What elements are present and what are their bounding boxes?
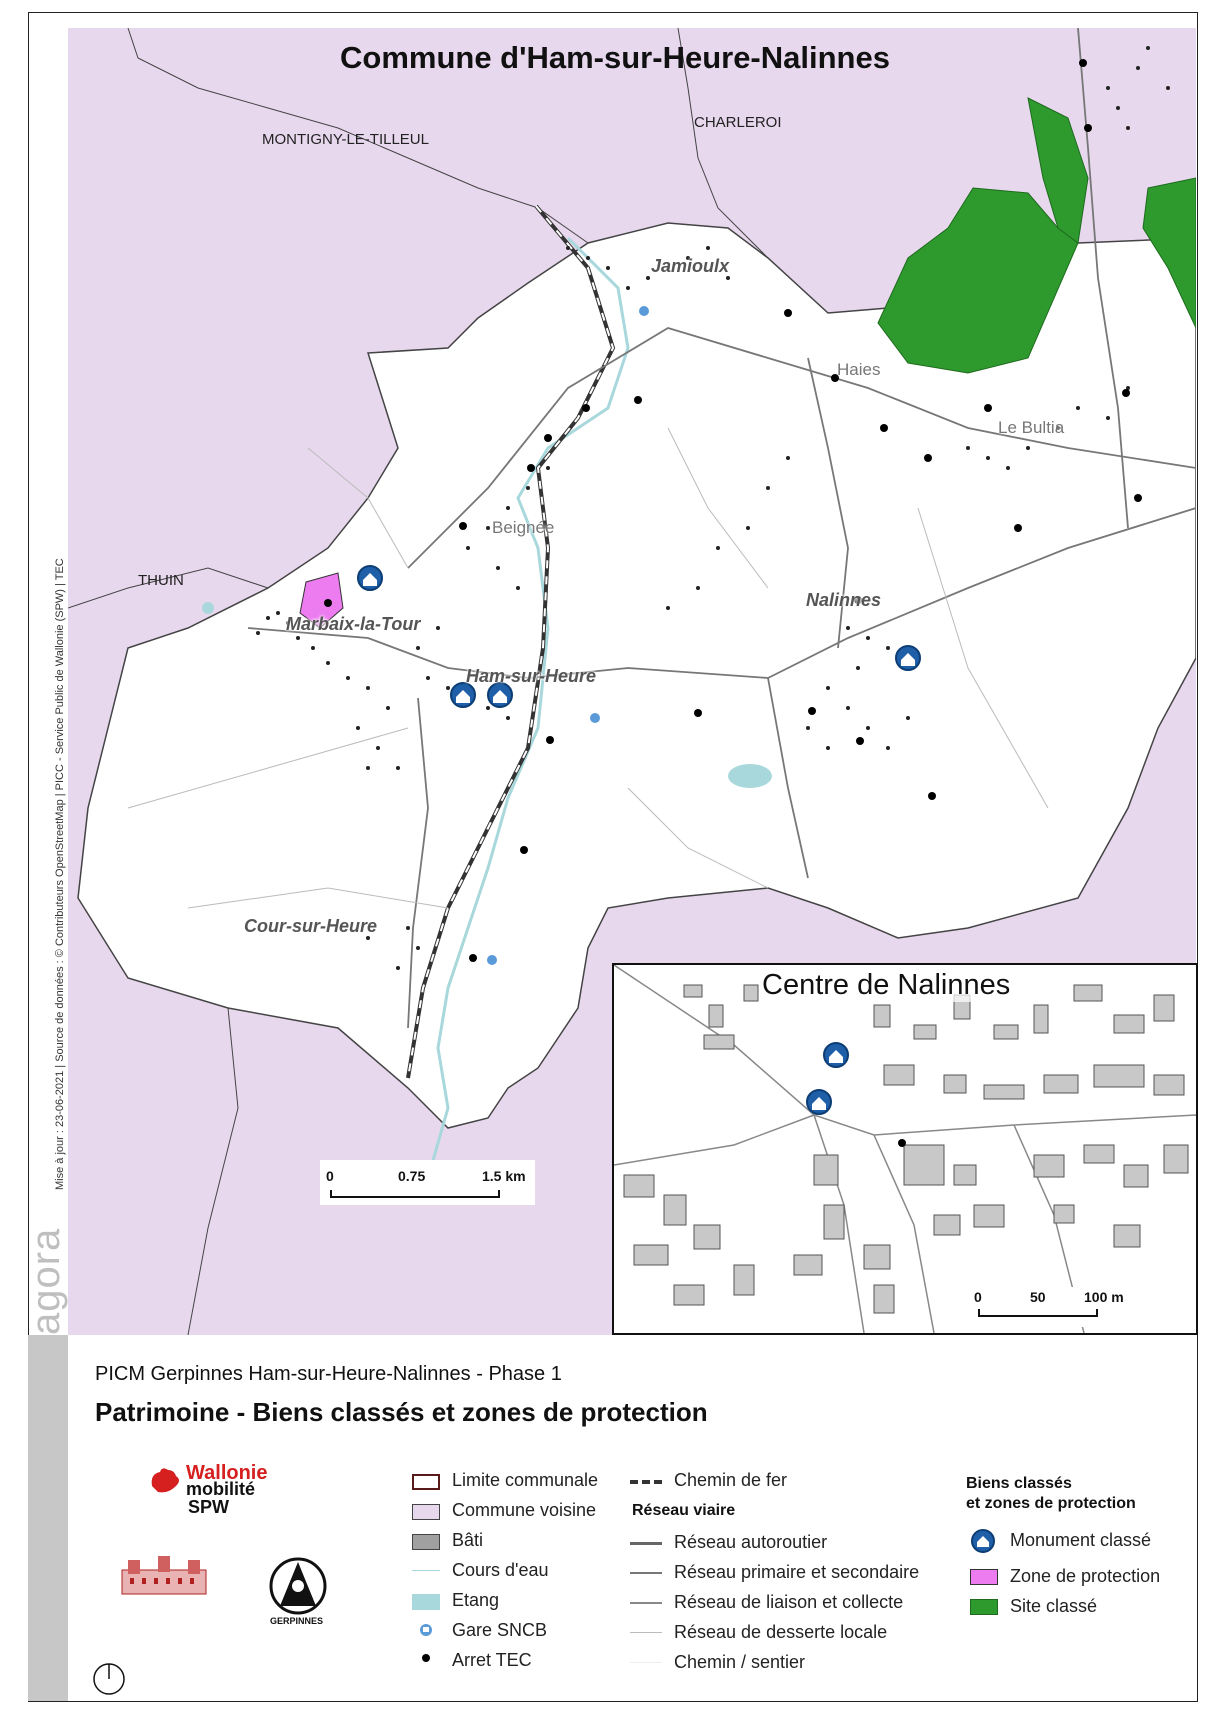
pond xyxy=(728,764,772,788)
legend-item: Etang xyxy=(452,1590,500,1610)
legend-item: Réseau de liaison et collecte xyxy=(674,1592,904,1612)
legend-item: Réseau de desserte locale xyxy=(674,1622,888,1642)
swatch-etang xyxy=(412,1594,440,1610)
swatch-road xyxy=(630,1572,662,1574)
train-station-icon xyxy=(420,1624,432,1636)
buildings xyxy=(256,46,1170,970)
site-classe xyxy=(1142,177,1196,329)
village-label-ham: Ham-sur-Heure xyxy=(466,666,597,686)
local-roads xyxy=(127,427,1049,909)
swatch-road xyxy=(630,1632,662,1633)
village-label-cour: Cour-sur-Heure xyxy=(244,916,378,936)
scale-tick: 0.75 xyxy=(398,1168,426,1184)
data-credit: Mise à jour : 23-06-2021 | Source de don… xyxy=(54,558,66,1190)
legend-item: Chemin / sentier xyxy=(674,1652,806,1672)
castle-logo-icon xyxy=(121,1556,207,1595)
swatch-site-classe xyxy=(970,1599,998,1615)
swatch-railway xyxy=(630,1480,662,1484)
legend-item: Chemin de fer xyxy=(674,1470,788,1490)
neighbour-boundary xyxy=(677,28,769,259)
legend-item: Réseau autoroutier xyxy=(674,1532,828,1552)
legend-side-bar xyxy=(28,1335,68,1701)
scale-line xyxy=(978,1309,1098,1317)
hamlet-label-bultia: Le Bultia xyxy=(998,418,1065,437)
gerpinnes-logo-icon xyxy=(269,1557,327,1615)
north-arrow-icon xyxy=(93,1663,125,1695)
hamlet-label-beignee: Beignée xyxy=(492,518,555,537)
swatch-path xyxy=(630,1662,662,1663)
protection-zone xyxy=(299,572,344,629)
map-frame xyxy=(28,12,1198,1702)
swatch-commune-voisine xyxy=(412,1504,440,1520)
legend-item: Monument classé xyxy=(1010,1530,1152,1550)
legend-item: Cours d'eau xyxy=(452,1560,549,1580)
scale-tick: 0 xyxy=(974,1289,982,1305)
site-classe xyxy=(1027,97,1089,244)
legend-item: Arret TEC xyxy=(452,1650,532,1670)
legend-subtitle: PICM Gerpinnes Ham-sur-Heure-Nalinnes - … xyxy=(95,1363,562,1385)
map-title: Commune d'Ham-sur-Heure-Nalinnes xyxy=(340,40,890,75)
scale-line xyxy=(330,1190,500,1198)
tec-stops xyxy=(324,59,1142,962)
neighbour-boundary xyxy=(127,28,589,244)
inset-scale-bar: 0 50 100 m xyxy=(966,1287,1146,1327)
neighbour-boundary xyxy=(187,1007,239,1335)
spw-logo-text: SPW xyxy=(188,1497,230,1517)
swatch-cours-eau xyxy=(412,1570,440,1571)
neighbour-label-montigny: MONTIGNY-LE-TILLEUL xyxy=(262,131,429,148)
neighbour-label-thuin: THUIN xyxy=(138,572,184,589)
scale-tick: 100 m xyxy=(1084,1289,1124,1305)
legend-item: Réseau primaire et secondaire xyxy=(674,1562,920,1582)
site-classe xyxy=(877,187,1079,374)
monument-icon xyxy=(971,1529,995,1553)
scale-tick: 0 xyxy=(326,1168,334,1184)
agora-logo: agora xyxy=(24,1227,68,1335)
legend-item: Commune voisine xyxy=(452,1500,597,1520)
swatch-protection-zone xyxy=(970,1569,998,1585)
legend-item: Zone de protection xyxy=(1010,1566,1161,1586)
pond xyxy=(202,602,214,614)
legend-item: Limite communale xyxy=(452,1470,599,1490)
road-network xyxy=(247,28,1196,1029)
village-label-marbaix: Marbaix-la-Tour xyxy=(286,614,421,634)
legend-heading-heritage: et zones de protection xyxy=(966,1495,1136,1512)
legend-item: Bâti xyxy=(452,1530,484,1550)
wallonie-mobilite-logo: Wallonie mobilité SPW xyxy=(148,1462,278,1522)
legend-item: Site classé xyxy=(1010,1596,1098,1616)
scale-tick: 1.5 km xyxy=(482,1168,526,1184)
inset-map: Centre de Nalinnes 0 50 100 m xyxy=(612,963,1198,1335)
scale-tick: 50 xyxy=(1030,1289,1046,1305)
inset-title: Centre de Nalinnes xyxy=(762,969,1011,1002)
swatch-bati xyxy=(412,1534,440,1550)
main-scale-bar: 0 0.75 1.5 km xyxy=(320,1160,535,1205)
neighbour-label-charleroi: CHARLEROI xyxy=(694,114,782,131)
neighbour-boundary xyxy=(68,567,269,609)
legend-heading-heritage: Biens classés xyxy=(966,1475,1072,1492)
legend-title: Patrimoine - Biens classés et zones de p… xyxy=(95,1397,708,1427)
sncb-stations xyxy=(487,306,649,965)
rooster-icon xyxy=(151,1468,179,1493)
gerpinnes-logo-text: GERPINNES xyxy=(270,1616,324,1626)
mobilite-logo-text: mobilité xyxy=(186,1479,256,1499)
railway-dash xyxy=(407,205,615,1079)
river-heure xyxy=(426,236,630,1179)
hamlet-label-haies: Haies xyxy=(837,360,881,379)
village-label-nalinnes: Nalinnes xyxy=(806,590,882,610)
legend-heading-roads: Réseau viaire xyxy=(632,1502,736,1519)
swatch-road xyxy=(630,1542,662,1545)
village-label-jamioulx: Jamioulx xyxy=(651,256,730,276)
monument-markers xyxy=(357,565,921,708)
bus-stop-icon xyxy=(422,1654,430,1662)
inset-tec-stop xyxy=(898,1139,906,1147)
inset-svg xyxy=(614,965,1196,1333)
swatch-limite-communale xyxy=(412,1474,440,1490)
legend-item: Gare SNCB xyxy=(452,1620,548,1640)
swatch-road xyxy=(630,1602,662,1604)
inset-monuments xyxy=(806,1042,849,1115)
wallonie-logo-text: Wallonie xyxy=(186,1462,268,1484)
